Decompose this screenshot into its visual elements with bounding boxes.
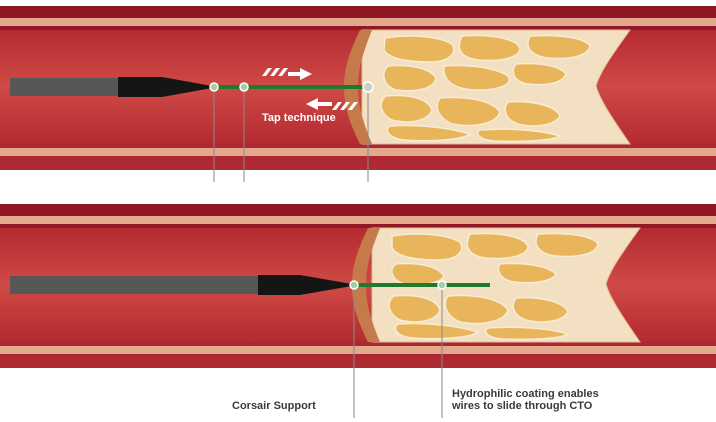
- corsair-support-label: Corsair Support: [232, 400, 316, 412]
- corsair-marker-bottom: [350, 281, 358, 289]
- vessel-panel-top: [0, 6, 716, 182]
- vessel-adventitia-stripe-bottom: [0, 148, 716, 156]
- hydrophilic-label-line2: wires to slide through CTO: [452, 400, 599, 412]
- hydrophilic-label-line1: Hydrophilic coating enables: [452, 388, 599, 400]
- marker-ring-1-top: [210, 83, 218, 91]
- wire-tip-ring-top: [363, 82, 373, 92]
- vessel-panel-bottom: [0, 204, 716, 418]
- vessel-adventitia-stripe-top: [0, 18, 716, 26]
- hydrophilic-marker-bottom: [438, 281, 446, 289]
- hydrophilic-coating-label: Hydrophilic coating enables wires to sli…: [452, 388, 599, 412]
- vessel-adventitia-stripe-top-2: [0, 216, 716, 224]
- corsair-shaft-top: [10, 78, 120, 96]
- marker-ring-2-top: [240, 83, 248, 91]
- tap-technique-label: Tap technique: [262, 112, 336, 124]
- vessel-adventitia-stripe-bottom-2: [0, 346, 716, 354]
- corsair-shaft-bottom: [10, 276, 260, 294]
